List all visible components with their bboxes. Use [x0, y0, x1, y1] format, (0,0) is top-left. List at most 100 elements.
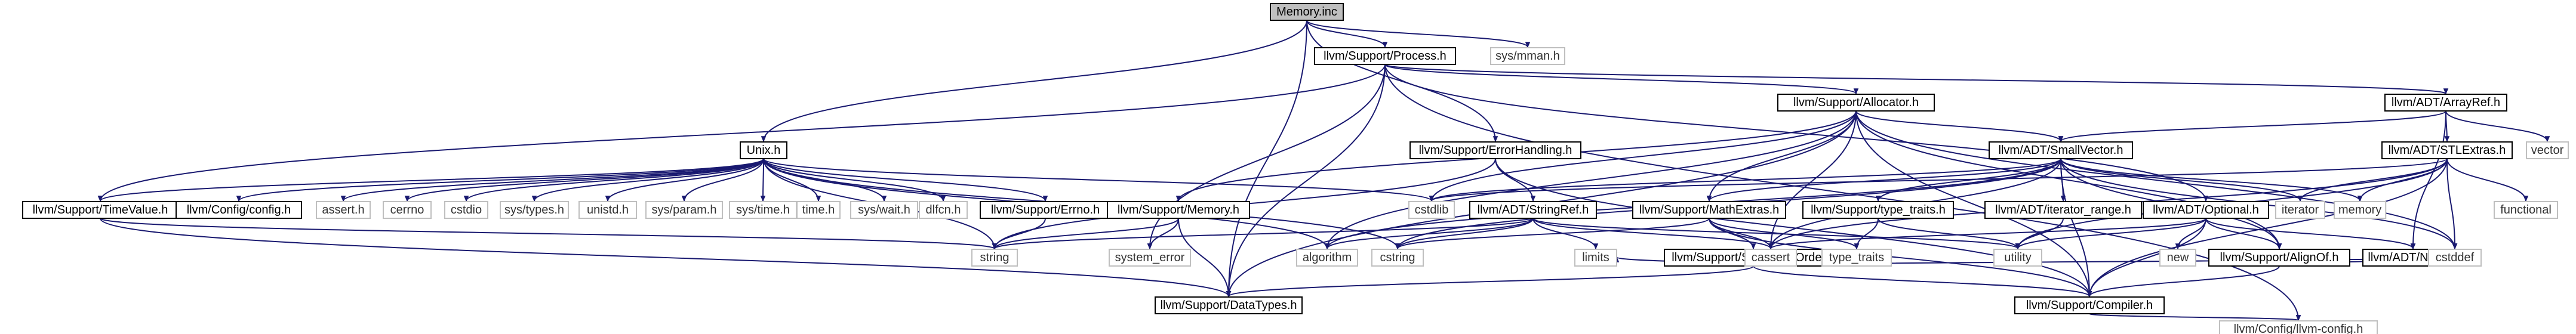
edge-arrowhead — [531, 196, 537, 202]
node-cassert[interactable]: cassert — [1744, 249, 1797, 267]
node-cstddef[interactable]: cstddef — [2428, 249, 2482, 267]
node-errorhandling[interactable]: llvm/Support/ErrorHandling.h — [1409, 141, 1581, 159]
edge-arrowhead — [1395, 243, 1401, 250]
node-sysmman[interactable]: sys/mman.h — [1490, 47, 1565, 65]
node-memoryh[interactable]: llvm/Support/Memory.h — [1107, 201, 1250, 219]
node-sysparam[interactable]: sys/param.h — [645, 201, 723, 219]
node-string[interactable]: string — [971, 249, 1018, 267]
node-iterator[interactable]: iterator — [2275, 201, 2325, 219]
node-unixh[interactable]: Unix.h — [740, 141, 787, 159]
node-label: cstdlib — [1415, 203, 1449, 217]
node-stringref[interactable]: llvm/ADT/StringRef.h — [1469, 201, 1597, 219]
node-typetraits[interactable]: type_traits — [1821, 249, 1892, 267]
node-utility[interactable]: utility — [1993, 249, 2042, 267]
edge-root-to-datatypes — [1228, 20, 1307, 297]
node-memory[interactable]: memory — [2334, 201, 2387, 219]
node-label: llvm/Support/Memory.h — [1118, 203, 1239, 217]
node-label: string — [980, 251, 1010, 264]
edge-arrowhead — [404, 196, 410, 202]
edge-arrowhead — [236, 196, 242, 202]
node-systypes[interactable]: sys/types.h — [500, 201, 570, 219]
node-mathextras[interactable]: llvm/Support/MathExtras.h — [1632, 201, 1786, 219]
node-time[interactable]: time.h — [796, 201, 841, 219]
node-process[interactable]: llvm/Support/Process.h — [1314, 47, 1456, 65]
edge-arrowhead — [1854, 243, 1860, 250]
node-datatypes[interactable]: llvm/Support/DataTypes.h — [1155, 296, 1303, 314]
node-box — [1993, 249, 2042, 267]
node-box — [1296, 249, 1358, 267]
node-box — [2014, 296, 2165, 314]
edge-arrowhead — [2443, 88, 2449, 95]
node-errno[interactable]: llvm/Support/Errno.h — [980, 201, 1111, 219]
node-box — [1802, 201, 1954, 219]
node-systime[interactable]: sys/time.h — [729, 201, 797, 219]
node-box — [1777, 94, 1935, 112]
edge-memoryh-to-string — [994, 218, 1179, 249]
node-cerrno[interactable]: cerrno — [383, 201, 432, 219]
edge-root-to-unixh — [763, 20, 1307, 142]
node-smallvector[interactable]: llvm/ADT/SmallVector.h — [1989, 141, 2133, 159]
node-iterrange[interactable]: llvm/ADT/iterator_range.h — [1984, 201, 2142, 219]
node-systemerror[interactable]: system_error — [1109, 249, 1191, 267]
node-typetraitsh[interactable]: llvm/Support/type_traits.h — [1802, 201, 1954, 219]
node-cstdlib[interactable]: cstdlib — [1408, 201, 1455, 219]
node-box — [2334, 201, 2387, 219]
edge-unixh-to-cstdio — [466, 158, 764, 202]
edge-arrowhead — [2175, 243, 2181, 250]
node-new[interactable]: new — [2159, 249, 2196, 267]
node-allocator[interactable]: llvm/Support/Allocator.h — [1777, 94, 1935, 112]
node-box — [1409, 141, 1581, 159]
edge-stringref-to-string — [994, 218, 1534, 249]
node-llvmconfig[interactable]: llvm/Config/llvm-config.h — [2219, 320, 2378, 334]
edge-arrowhead — [761, 136, 767, 143]
edge-arrowhead — [1768, 243, 1774, 250]
node-cstring[interactable]: cstring — [1371, 249, 1424, 267]
node-config[interactable]: llvm/Config/config.h — [176, 201, 302, 219]
edge-optional-to-alignof — [2205, 218, 2280, 249]
node-alignof[interactable]: llvm/Support/AlignOf.h — [2208, 249, 2350, 267]
node-label: cerrno — [390, 203, 424, 217]
node-unistd[interactable]: unistd.h — [578, 201, 637, 219]
node-arrayref[interactable]: llvm/ADT/ArrayRef.h — [2384, 94, 2507, 112]
edge-arrowhead — [1530, 196, 1536, 202]
node-label: memory — [2338, 203, 2381, 217]
node-box — [1270, 3, 1344, 21]
node-root[interactable]: Memory.inc — [1270, 3, 1344, 21]
node-label: cstring — [1380, 251, 1415, 264]
node-label: cassert — [1752, 251, 1790, 264]
node-assert[interactable]: assert.h — [316, 201, 371, 219]
edge-arrowhead — [2015, 243, 2021, 250]
node-algorithm[interactable]: algorithm — [1296, 249, 1358, 267]
edge-arrowhead — [2523, 196, 2529, 202]
edge-arrowhead — [760, 196, 766, 202]
node-limits[interactable]: limits — [1574, 249, 1617, 267]
edge-arrowhead — [2544, 136, 2550, 143]
edge-stringref-to-cstring — [1397, 218, 1534, 249]
node-box — [1984, 201, 2142, 219]
node-label: llvm/Support/Errno.h — [991, 203, 1100, 217]
node-box — [1314, 47, 1456, 65]
node-syswait[interactable]: sys/wait.h — [850, 201, 918, 219]
edge-optional-to-compiler — [2089, 218, 2206, 297]
node-optional[interactable]: llvm/ADT/Optional.h — [2143, 201, 2269, 219]
edge-optional-to-cassert — [1770, 218, 2206, 249]
node-box — [796, 201, 841, 219]
edge-stlextras-to-cstddef — [2446, 158, 2455, 249]
edge-arrowhead — [1853, 88, 1859, 95]
node-vector[interactable]: vector — [2526, 141, 2569, 159]
node-timevalue[interactable]: llvm/Support/TimeValue.h — [22, 201, 178, 219]
node-dlfcn[interactable]: dlfcn.h — [919, 201, 968, 219]
node-label: time.h — [802, 203, 835, 217]
node-cstdio[interactable]: cstdio — [444, 201, 488, 219]
edge-process-to-arrayref — [1384, 64, 2446, 94]
node-compiler[interactable]: llvm/Support/Compiler.h — [2014, 296, 2165, 314]
node-stlextras[interactable]: llvm/ADT/STLExtras.h — [2381, 141, 2513, 159]
node-box — [1490, 47, 1565, 65]
node-box — [2159, 249, 2196, 267]
node-functional[interactable]: functional — [2494, 201, 2558, 219]
edge-compiler-to-llvmconfig — [2089, 313, 2299, 321]
edge-alignof-to-compiler — [2089, 265, 2280, 297]
node-label: llvm/ADT/STLExtras.h — [2389, 144, 2506, 157]
node-label: llvm/Support/TimeValue.h — [33, 203, 168, 217]
edge-arrowhead — [1175, 196, 1181, 202]
